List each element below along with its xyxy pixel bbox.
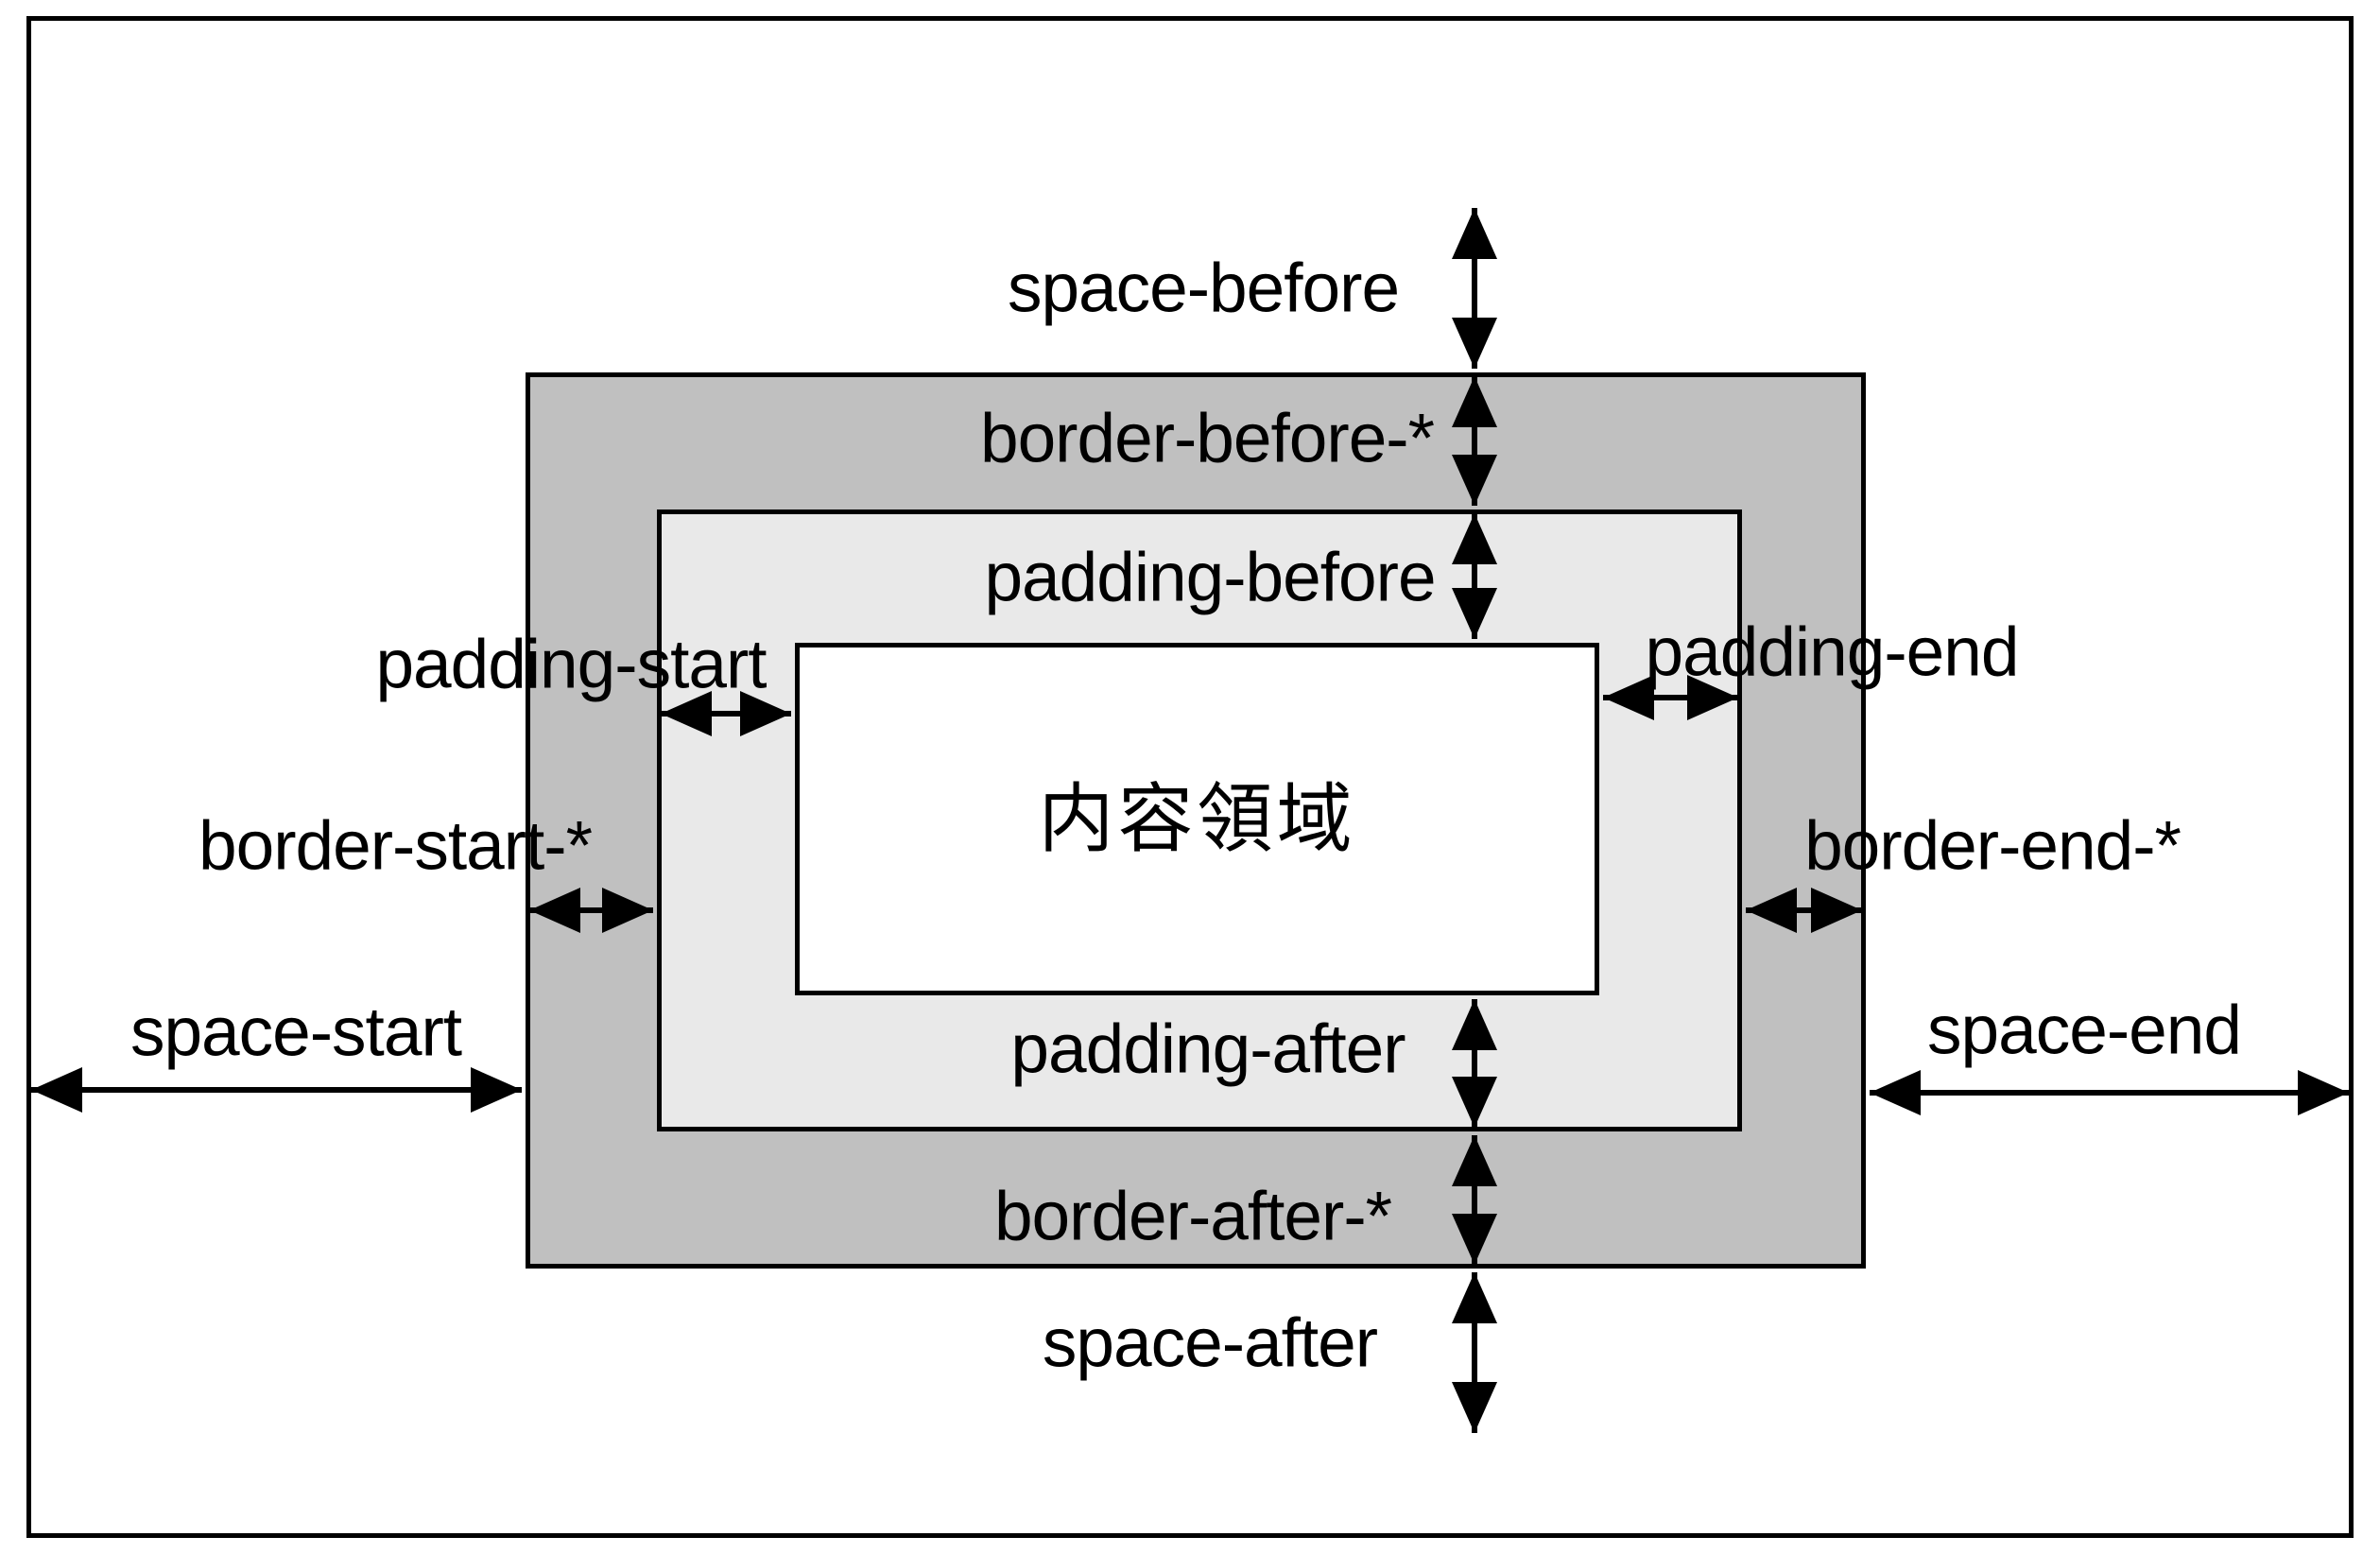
- content-area-label: 内容領域: [1038, 776, 1356, 861]
- padding-after-label: padding-after: [1010, 1010, 1406, 1088]
- content-area-box: 内容領域: [795, 643, 1599, 995]
- padding-end-label: padding-end: [1645, 613, 2020, 691]
- border-before-label: border-before-*: [979, 400, 1435, 477]
- padding-before-label: padding-before: [984, 539, 1436, 616]
- space-end-label: space-end: [1927, 992, 2242, 1069]
- border-end-label: border-end-*: [1804, 807, 2182, 885]
- border-start-label: border-start-*: [198, 807, 593, 885]
- space-start-label: space-start: [129, 993, 462, 1071]
- space-before-label: space-before: [1007, 250, 1400, 327]
- border-after-label: border-after-*: [993, 1178, 1392, 1255]
- padding-start-label: padding-start: [375, 626, 767, 703]
- space-after-label: space-after: [1042, 1304, 1378, 1382]
